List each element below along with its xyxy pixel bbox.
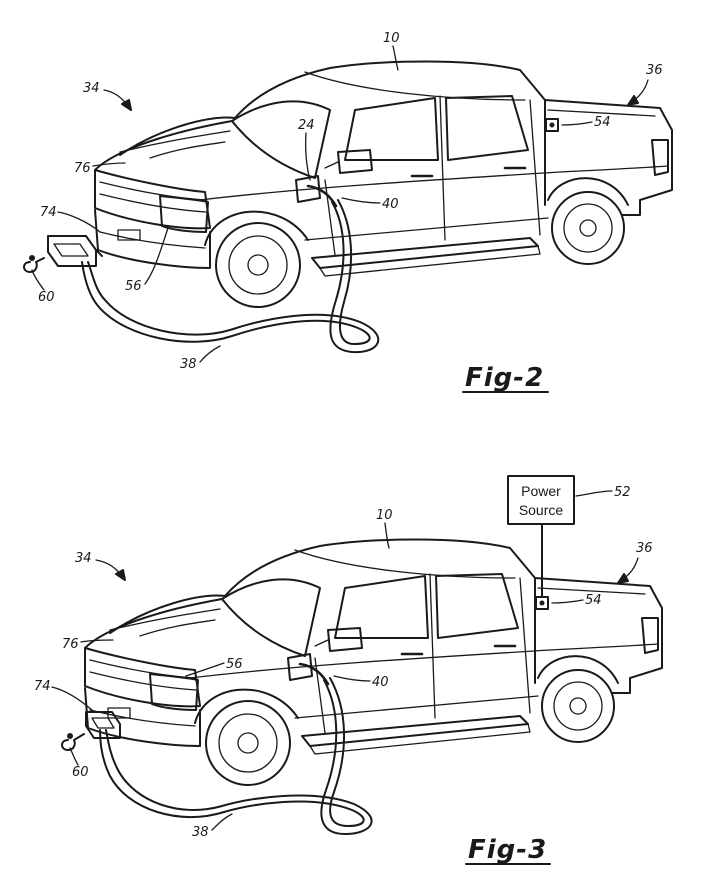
ref-54: 54 <box>594 115 611 130</box>
ref-10: 10 <box>376 508 393 523</box>
ref-54: 54 <box>585 593 602 608</box>
ref-60: 60 <box>72 765 89 780</box>
ref-56: 56 <box>226 657 243 672</box>
figure-2: 10 24 34 36 38 40 54 56 60 74 76 Fig-2 <box>23 31 674 393</box>
ref-36: 36 <box>646 63 663 78</box>
figure-2-caption: Fig-2 <box>465 363 544 393</box>
ref-38: 38 <box>180 357 197 372</box>
ref-40: 40 <box>382 197 399 212</box>
ref-10: 10 <box>383 31 400 46</box>
figure-3: Power Source 10 52 34 36 38 40 54 56 60 … <box>34 475 664 865</box>
ref-34: 34 <box>75 551 92 566</box>
ref-76: 76 <box>62 637 79 652</box>
ref-56: 56 <box>125 279 142 294</box>
ref-34: 34 <box>83 81 100 96</box>
power-source-label-line1: Power <box>521 483 561 499</box>
ref-76: 76 <box>74 161 91 176</box>
figure-3-caption: Fig-3 <box>468 835 547 865</box>
ref-74: 74 <box>34 679 51 694</box>
ref-36: 36 <box>636 541 653 556</box>
ref-40: 40 <box>372 675 389 690</box>
ref-60: 60 <box>38 290 55 305</box>
power-source-label-line2: Source <box>519 502 564 518</box>
ref-52: 52 <box>614 485 631 500</box>
ref-24: 24 <box>298 118 315 133</box>
ref-38: 38 <box>192 825 209 840</box>
power-source-box <box>507 475 575 525</box>
ref-74: 74 <box>40 205 57 220</box>
